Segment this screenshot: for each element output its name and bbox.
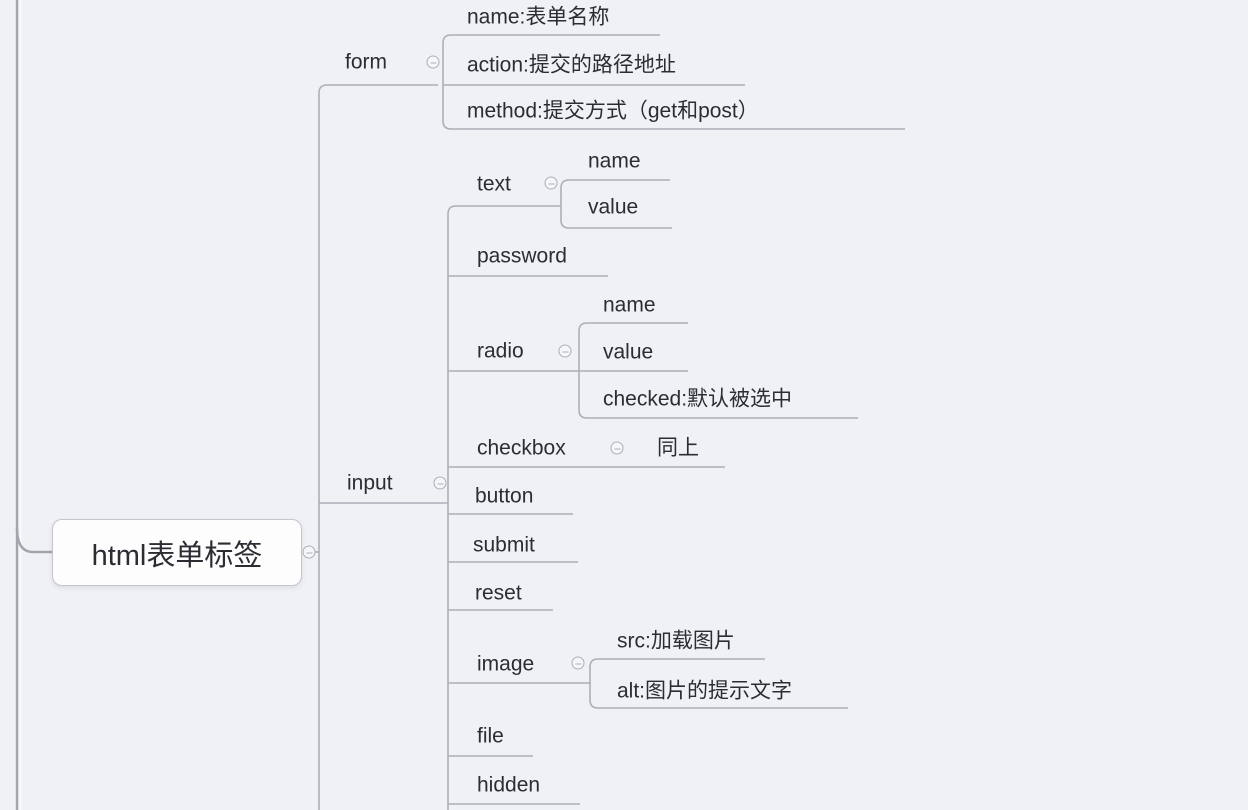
topic-form-name[interactable]: name:表单名称: [467, 5, 610, 29]
topic-input-text[interactable]: text: [477, 172, 511, 196]
minus-glyph: [430, 62, 436, 64]
topic-input-submit[interactable]: submit: [473, 533, 535, 557]
collapse-icon-input[interactable]: [433, 476, 447, 490]
topic-image-alt[interactable]: alt:图片的提示文字: [617, 679, 793, 703]
root-topic-html-form-tags[interactable]: html表单标签: [52, 519, 302, 586]
topic-input-button[interactable]: button: [475, 484, 534, 508]
topic-checkbox-same-as-above[interactable]: 同上: [657, 436, 699, 460]
minus-glyph: [614, 448, 620, 450]
collapse-icon-text[interactable]: [544, 176, 558, 190]
topic-form-action[interactable]: action:提交的路径地址: [467, 53, 676, 77]
topic-image-src[interactable]: src:加载图片: [617, 629, 735, 653]
topic-radio-value[interactable]: value: [603, 340, 654, 364]
topic-input-radio[interactable]: radio: [477, 339, 524, 363]
collapse-icon-checkbox[interactable]: [610, 441, 624, 455]
topic-input-image[interactable]: image: [477, 652, 535, 676]
collapse-icon-form[interactable]: [426, 55, 440, 69]
topic-input-hidden[interactable]: hidden: [477, 773, 541, 797]
topic-radio-name[interactable]: name: [603, 293, 656, 317]
minus-glyph: [548, 183, 554, 185]
topic-text-name[interactable]: name: [588, 149, 641, 173]
root-topic-label: html表单标签: [91, 539, 263, 572]
topic-input-reset[interactable]: reset: [475, 581, 522, 605]
minus-glyph: [306, 552, 312, 554]
topic-text-value[interactable]: value: [588, 195, 639, 219]
collapse-icon-image[interactable]: [571, 656, 585, 670]
minus-glyph: [562, 351, 568, 353]
collapse-icon-radio[interactable]: [558, 344, 572, 358]
topic-form[interactable]: form: [345, 50, 387, 74]
minus-glyph: [575, 663, 581, 665]
minus-glyph: [437, 483, 443, 485]
topic-input-password[interactable]: password: [477, 244, 567, 268]
topic-form-method[interactable]: method:提交方式（get和post）: [467, 99, 759, 123]
topic-input-checkbox[interactable]: checkbox: [477, 436, 566, 460]
collapse-icon-root[interactable]: [302, 545, 316, 559]
topic-radio-checked[interactable]: checked:默认被选中: [603, 387, 793, 411]
topic-input-file[interactable]: file: [477, 724, 504, 748]
topic-input[interactable]: input: [347, 471, 393, 495]
